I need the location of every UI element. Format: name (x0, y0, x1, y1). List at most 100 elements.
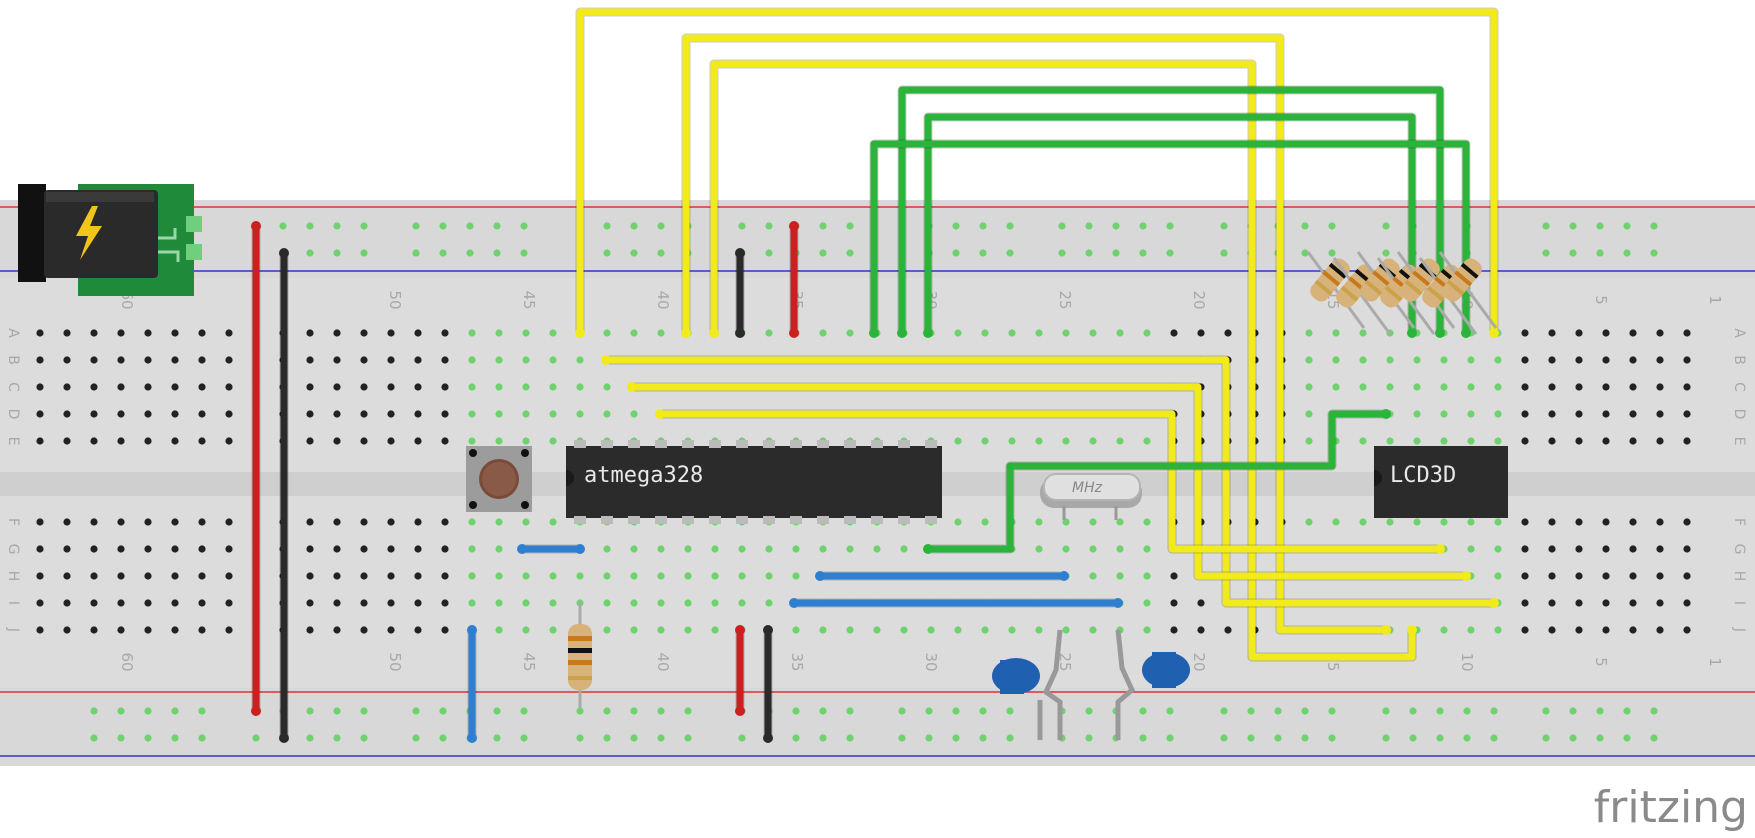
hole (225, 599, 233, 607)
rail-hole (630, 249, 638, 257)
hole (1143, 545, 1151, 553)
hole (1521, 545, 1529, 553)
crystal-oscillator: MHz (1040, 473, 1142, 520)
chip-pin (817, 440, 829, 448)
row-letter-left: A (5, 328, 21, 338)
hole (468, 572, 476, 580)
chip-pin (925, 440, 937, 448)
hole (333, 356, 341, 364)
rail-hole (1596, 734, 1604, 742)
hole (1575, 572, 1583, 580)
row-letter-left: F (5, 518, 21, 526)
hole (495, 626, 503, 634)
hole (765, 545, 773, 553)
rail-hole (1542, 734, 1550, 742)
hole (90, 329, 98, 337)
black-wire-end (735, 248, 745, 258)
chip-pin (628, 516, 640, 524)
rail-hole (198, 734, 206, 742)
hole (117, 329, 125, 337)
hole (90, 572, 98, 580)
hole (1170, 626, 1178, 634)
hole (1305, 518, 1313, 526)
hole (1521, 356, 1529, 364)
hole (117, 599, 125, 607)
rail-hole (198, 707, 206, 715)
yellow-wire-end (655, 409, 665, 419)
black-wire-end (735, 328, 745, 338)
column-number-bottom: 5 (1592, 657, 1610, 667)
hole (198, 572, 206, 580)
hole (522, 626, 530, 634)
rail-hole (1382, 222, 1390, 230)
hole (522, 518, 530, 526)
chip-pin (628, 440, 640, 448)
hole (441, 518, 449, 526)
hole (1656, 545, 1664, 553)
hole (1359, 437, 1367, 445)
rail-hole (333, 222, 341, 230)
hole (954, 437, 962, 445)
rail-hole (360, 222, 368, 230)
rail-hole (819, 222, 827, 230)
hole (1656, 410, 1664, 418)
hole (1602, 410, 1610, 418)
hole (495, 599, 503, 607)
yellow-wire-end (1489, 328, 1499, 338)
rail-hole (1301, 734, 1309, 742)
hole (1656, 383, 1664, 391)
rail-hole (520, 249, 528, 257)
hole (387, 545, 395, 553)
hole (1008, 626, 1016, 634)
hole (171, 329, 179, 337)
rail-hole (846, 249, 854, 257)
resistor-band (1446, 279, 1465, 296)
hole (1089, 518, 1097, 526)
hole (1683, 437, 1691, 445)
rail-hole (144, 734, 152, 742)
rail-hole (1274, 707, 1282, 715)
bottom-rail-band (0, 688, 1755, 766)
rail-hole (1650, 734, 1658, 742)
hole (711, 599, 719, 607)
hole (1521, 329, 1529, 337)
hole (90, 437, 98, 445)
rail-hole (1650, 707, 1658, 715)
rail-hole (1058, 222, 1066, 230)
hole (576, 383, 584, 391)
resistor (1442, 258, 1482, 302)
hole (1494, 356, 1502, 364)
hole (1008, 437, 1016, 445)
hole (1116, 545, 1124, 553)
yellow-wire (710, 60, 1416, 661)
rail-hole (1112, 249, 1120, 257)
resistor-band (1384, 285, 1403, 302)
rail-hole (630, 734, 638, 742)
hole (1359, 518, 1367, 526)
hole (1683, 410, 1691, 418)
rail-hole (306, 249, 314, 257)
hole (1170, 572, 1178, 580)
hole (225, 356, 233, 364)
row-letter-left: I (5, 601, 21, 605)
column-number-bottom: 45 (520, 652, 538, 671)
rail-hole (603, 222, 611, 230)
hole (144, 545, 152, 553)
column-number-top: 25 (1056, 290, 1074, 309)
rail-hole (1569, 249, 1577, 257)
rail-hole (1623, 707, 1631, 715)
hole (981, 626, 989, 634)
yellow-wire-end (1407, 625, 1417, 635)
hole (954, 518, 962, 526)
green-wire-end (1381, 409, 1391, 419)
row-letter-right: G (1731, 544, 1747, 555)
hole (198, 329, 206, 337)
yellow-wire-end (627, 382, 637, 392)
rail-hole (439, 734, 447, 742)
hole (1413, 518, 1421, 526)
hole (387, 356, 395, 364)
hole (1035, 518, 1043, 526)
hole (225, 572, 233, 580)
rail-hole (520, 734, 528, 742)
hole (1332, 518, 1340, 526)
